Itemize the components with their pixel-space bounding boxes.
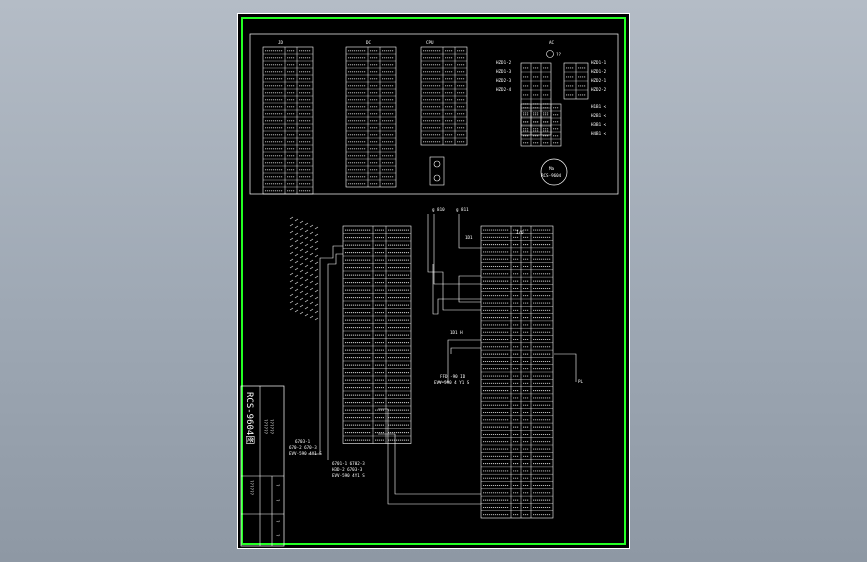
ac-left-labels: HZD1-2 HZD1-3 HZD2-3 HZD2-4 [496, 60, 512, 92]
ac-right-label: H2B1 < [591, 113, 607, 118]
ac-left-label: HZD2-4 [496, 87, 512, 92]
left-label: 6701-1 6702-3 [332, 461, 365, 466]
terminal-table-ac-b [520, 103, 562, 147]
drawing-sheet: JD DC CPU AC HZD1-2 HZD1-3 HZD2-3 HZD2-4… [237, 13, 630, 549]
left-label: H3D-2 6703-3 [332, 467, 363, 472]
drawing-frame [241, 17, 626, 545]
ac-left-label: HZD2-3 [496, 78, 512, 83]
relay-contact [433, 174, 441, 182]
label-evv: EVV-590 4 Y1 S [434, 380, 470, 385]
terminal-table-ac-a [520, 62, 552, 136]
title-row: ? [275, 520, 280, 523]
title-glyphs: ?????? [263, 419, 268, 435]
title-row: ? [275, 534, 280, 537]
title-row: ? [275, 499, 280, 502]
label-ffd: FFD -90 ID [440, 374, 466, 379]
ac-left-label: HZD1-2 [496, 60, 512, 65]
signal-label-a: g 810 [432, 207, 445, 212]
right-grid [480, 225, 554, 519]
signal-label-b: g 811 [456, 207, 469, 212]
group-label-cpu: CPU [426, 40, 434, 45]
label-hd: 1D1 H [450, 330, 463, 335]
side-label-pl: PL [578, 379, 584, 384]
left-label: 670-2 670-3 [289, 445, 317, 450]
left-label: EVV-590 4Y1 S [289, 451, 322, 456]
ac-right-label: H4B1 < [591, 131, 607, 136]
right-table-header: I/O [516, 230, 524, 235]
ac-right-labels: HZD1-1 HZD1-2 HZD2-1 HZD2-2 H1B1 < H2B1 … [591, 60, 607, 136]
terminal-table-ac-c [563, 62, 589, 100]
wiring [308, 214, 577, 505]
title-text: RCS-9604图 [244, 392, 255, 444]
ac-right-label: HZD2-1 [591, 78, 607, 83]
ac-left-label: HZD1-3 [496, 69, 512, 74]
right-terminal-table [480, 225, 554, 519]
left-terminal-table [342, 225, 412, 444]
terminal-table-dc [345, 46, 397, 188]
title-glyphs: ?????? [269, 419, 274, 435]
group-label-ac: AC [549, 40, 555, 45]
ac-right-label: HZD1-2 [591, 69, 607, 74]
device-circle-label: RCS-9604 [541, 173, 562, 178]
title-glyphs: ?????? [249, 480, 254, 496]
relay-contact [433, 160, 441, 168]
left-annotation-glyphs [289, 216, 319, 321]
device-circle-sub: Ma [549, 166, 555, 171]
ac-right-label: H3B1 < [591, 122, 607, 127]
ac-right-label: HZD1-1 [591, 60, 607, 65]
device-circle [540, 158, 568, 186]
relay-box [429, 156, 445, 186]
top-terminal-tables [262, 46, 589, 195]
top-panel [249, 33, 619, 195]
ac-mark: ?? [556, 52, 562, 57]
title-row: ? [275, 484, 280, 487]
ac-small-circle [546, 50, 554, 58]
label-1d1: 1D1 [465, 235, 473, 240]
ac-right-label: HZD2-2 [591, 87, 607, 92]
wiring-diagram: JD DC CPU AC HZD1-2 HZD1-3 HZD2-3 HZD2-4… [240, 33, 619, 547]
left-label: EVV-590 4Y1 S [332, 473, 365, 478]
left-label: 6703-1 [295, 439, 311, 444]
ac-right-label: H1B1 < [591, 104, 607, 109]
terminal-table-cpu [420, 46, 468, 146]
group-label-dc: DC [366, 40, 372, 45]
terminal-table-jd [262, 46, 314, 195]
title-block: RCS-9604图 ?????? ?????? ?????? ? ? ? ? [240, 385, 285, 547]
group-label-jd: JD [278, 40, 284, 45]
left-grid [342, 225, 412, 444]
